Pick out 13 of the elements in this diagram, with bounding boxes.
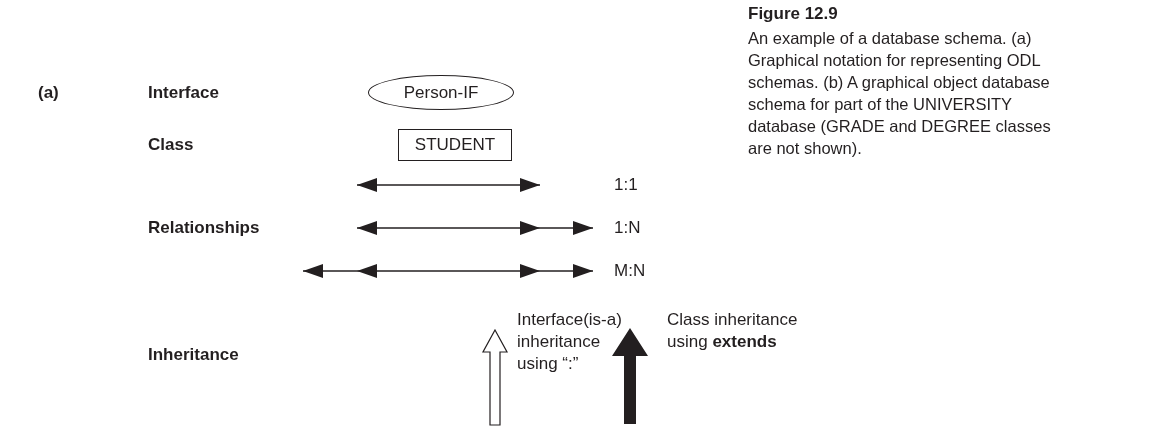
figure-title: Figure 12.9 — [748, 4, 838, 24]
row-label: Interface — [148, 82, 219, 104]
cardinality-label: 1:1 — [614, 174, 638, 196]
row-label: Inheritance — [148, 344, 239, 366]
panel-label: (a) — [38, 82, 59, 104]
row-label: Relationships — [148, 217, 260, 239]
notation-description: Interface(is-a) inheritance using “:” — [517, 309, 623, 375]
cardinality-label: M:N — [614, 260, 646, 282]
cardinality-label: 1:N — [614, 217, 641, 239]
row-label: Class — [148, 134, 194, 156]
figure-caption: An example of a database schema. (a) Graphical notation for representing ODL schemas. (b) A graphical object database schema for part of the UNIVERSITY database (GRADE and DEGREE classes are not shown). — [748, 28, 1052, 159]
notation-description: Class inheritance using extends — [667, 309, 799, 353]
class-box: STUDENT — [398, 129, 512, 161]
